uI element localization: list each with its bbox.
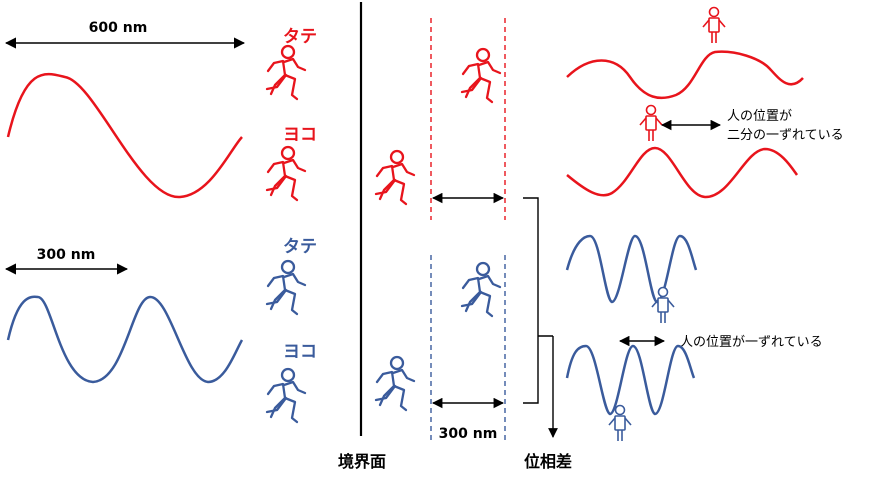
runner-icon	[265, 259, 307, 316]
red-wave-600	[6, 72, 243, 199]
boundary-label: 境界面	[338, 452, 386, 471]
runner-icon	[265, 367, 307, 424]
runner-icon	[460, 261, 502, 318]
wavelength-600-label: 600 nm	[89, 20, 148, 36]
tate-blue-label: タテ	[283, 237, 317, 257]
runner-icon	[265, 145, 307, 202]
wavelength-300-label: 300 nm	[37, 247, 96, 263]
bracket	[523, 197, 553, 404]
red-wave-top	[566, 50, 804, 100]
yoko-red-label: ヨコ	[283, 125, 317, 145]
note-half-line1: 人の位置が	[727, 109, 792, 124]
person-icon	[639, 104, 663, 142]
runner-icon	[374, 355, 416, 412]
person-icon	[651, 286, 675, 324]
note-one: 人の位置が一ずれている	[680, 335, 823, 350]
phase-difference-label: 位相差	[524, 452, 572, 471]
yoko-blue-label: ヨコ	[283, 342, 317, 362]
tate-red-label: タテ	[283, 27, 317, 47]
person-icon	[702, 6, 726, 44]
runner-icon	[374, 149, 416, 206]
offset-300-label: 300 nm	[439, 426, 498, 442]
runner-icon	[265, 44, 307, 101]
note-half-line2: 二分の一ずれている	[727, 128, 844, 143]
blue-wave-top	[565, 234, 698, 304]
red-wave-bottom	[566, 146, 799, 199]
blue-wave-bottom	[565, 344, 696, 416]
blue-wave-300	[6, 295, 244, 384]
runner-icon	[460, 47, 502, 104]
